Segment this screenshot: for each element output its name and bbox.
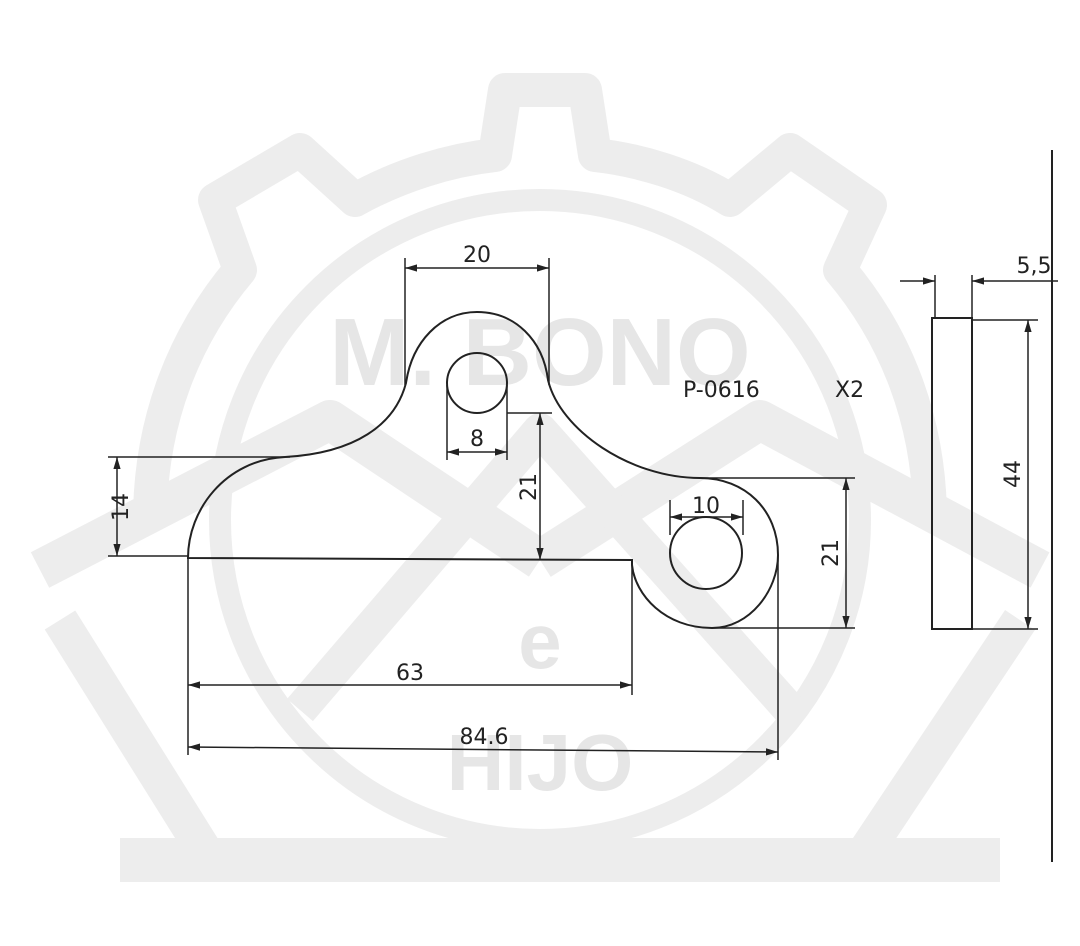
watermark-logo [30,73,1050,882]
dim-hole-large: 10 [692,494,720,519]
watermark-conjunction: e [518,597,561,685]
dim-left-height: 14 [109,493,134,521]
side-view-plate [931,317,973,630]
dim-line-total-length [187,743,779,756]
dim-top-width: 20 [463,243,491,268]
dim-base-length: 63 [396,661,424,686]
watermark-v-right [845,610,1035,870]
watermark-v-left [44,610,226,870]
dim-hole-small: 8 [470,427,484,452]
dim-thickness: 5,5 [1017,254,1052,279]
hole-large [669,516,743,590]
part-profile [186,310,780,630]
dim-center-height: 21 [517,473,542,501]
part-code: P-0616 [683,378,760,403]
hole-small [446,352,508,414]
watermark-subtitle: HIJO [447,718,634,807]
dim-side-height: 44 [1001,460,1026,488]
dimension-labels: 20 8 14 21 10 21 63 84.6 [109,243,844,750]
part-quantity: X2 [835,378,864,403]
side-view [931,317,973,630]
watermark-gear [133,73,947,521]
dimension-lines [108,258,855,760]
dim-right-height: 21 [819,539,844,567]
dim-total-length: 84.6 [460,725,509,750]
side-view-dimensions [900,275,1058,630]
